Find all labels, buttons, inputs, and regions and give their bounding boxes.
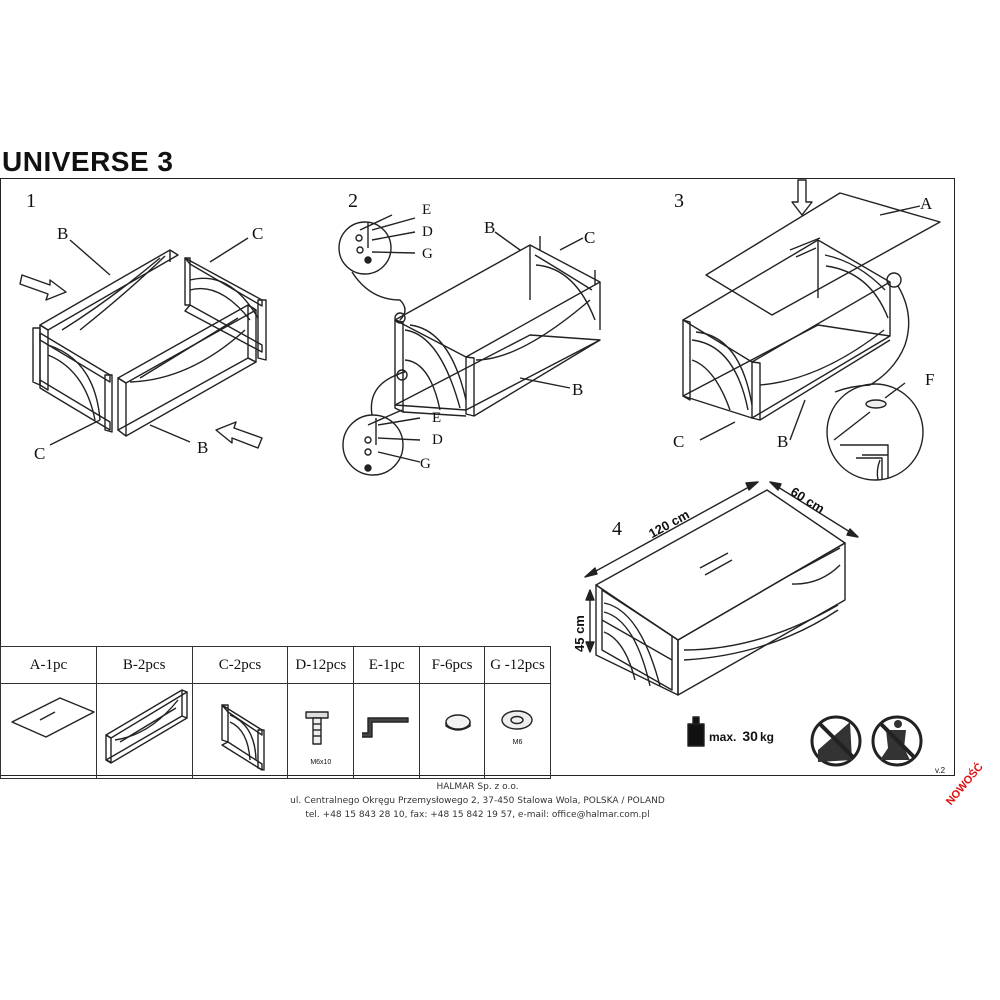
step4-drawing [584,481,859,696]
part-cell-c [191,683,289,779]
label-e: E [432,410,442,426]
dimension-height: 45 cm [572,615,587,652]
part-header-b: B-2pcs [95,646,193,684]
weight-icon [687,716,705,747]
max-load-value: 30 [742,728,758,744]
label-b: B [484,218,496,237]
label-b: B [57,224,69,243]
label-e: E [422,202,432,218]
part-cell-b [95,683,193,779]
washer-spec: M6 [512,739,523,746]
label-c: C [584,228,596,247]
step2-drawing [338,214,601,476]
part-cell-e [353,683,421,779]
max-load-prefix: max. [709,730,737,744]
part-header-a: A-1pc [0,646,97,684]
footer-address: ul. Centralnego Okręgu Przemysłowego 2, … [290,796,665,806]
part-header-f: F-6pcs [419,646,486,684]
part-cell-f [419,683,486,779]
version-label: v.2 [935,766,946,775]
product-title: UNIVERSE 3 [2,146,174,177]
label-d: D [422,224,433,240]
label-b: B [197,438,209,457]
no-standing-icon [871,715,923,767]
label-b: B [777,432,789,451]
label-c: C [673,432,685,451]
step-number-1: 1 [26,190,36,212]
step-number-4: 4 [612,518,622,540]
step-number-3: 3 [674,190,684,212]
step3-drawing [682,179,941,481]
label-b: B [572,380,584,399]
part-header-e: E-1pc [353,646,421,684]
part-cell-g: M6 [484,683,551,779]
part-header-d: D-12pcs [287,646,355,684]
parts-table: A-1pc B-2pcs C-2pcs D-12pcs E-1pc F-6pcs… [0,646,551,779]
label-d: D [432,432,443,448]
label-c: C [252,224,264,243]
max-load-unit: kg [759,730,774,744]
footer-company: HALMAR Sp. z o.o. [436,782,519,792]
part-header-g: G -12pcs [484,646,551,684]
part-cell-d: M6x10 [287,683,355,779]
part-cell-a [0,683,97,779]
label-f: F [925,370,935,389]
label-g: G [420,456,431,472]
no-climbing-icon [810,715,862,767]
footer-contact: tel. +48 15 843 28 10, fax: +48 15 842 1… [305,810,650,820]
screw-spec: M6x10 [310,759,332,766]
label-g: G [422,246,433,262]
label-a: A [920,194,933,213]
label-c: C [34,444,46,463]
part-header-c: C-2pcs [191,646,289,684]
step-number-2: 2 [348,190,358,212]
step1-drawing [19,237,267,449]
